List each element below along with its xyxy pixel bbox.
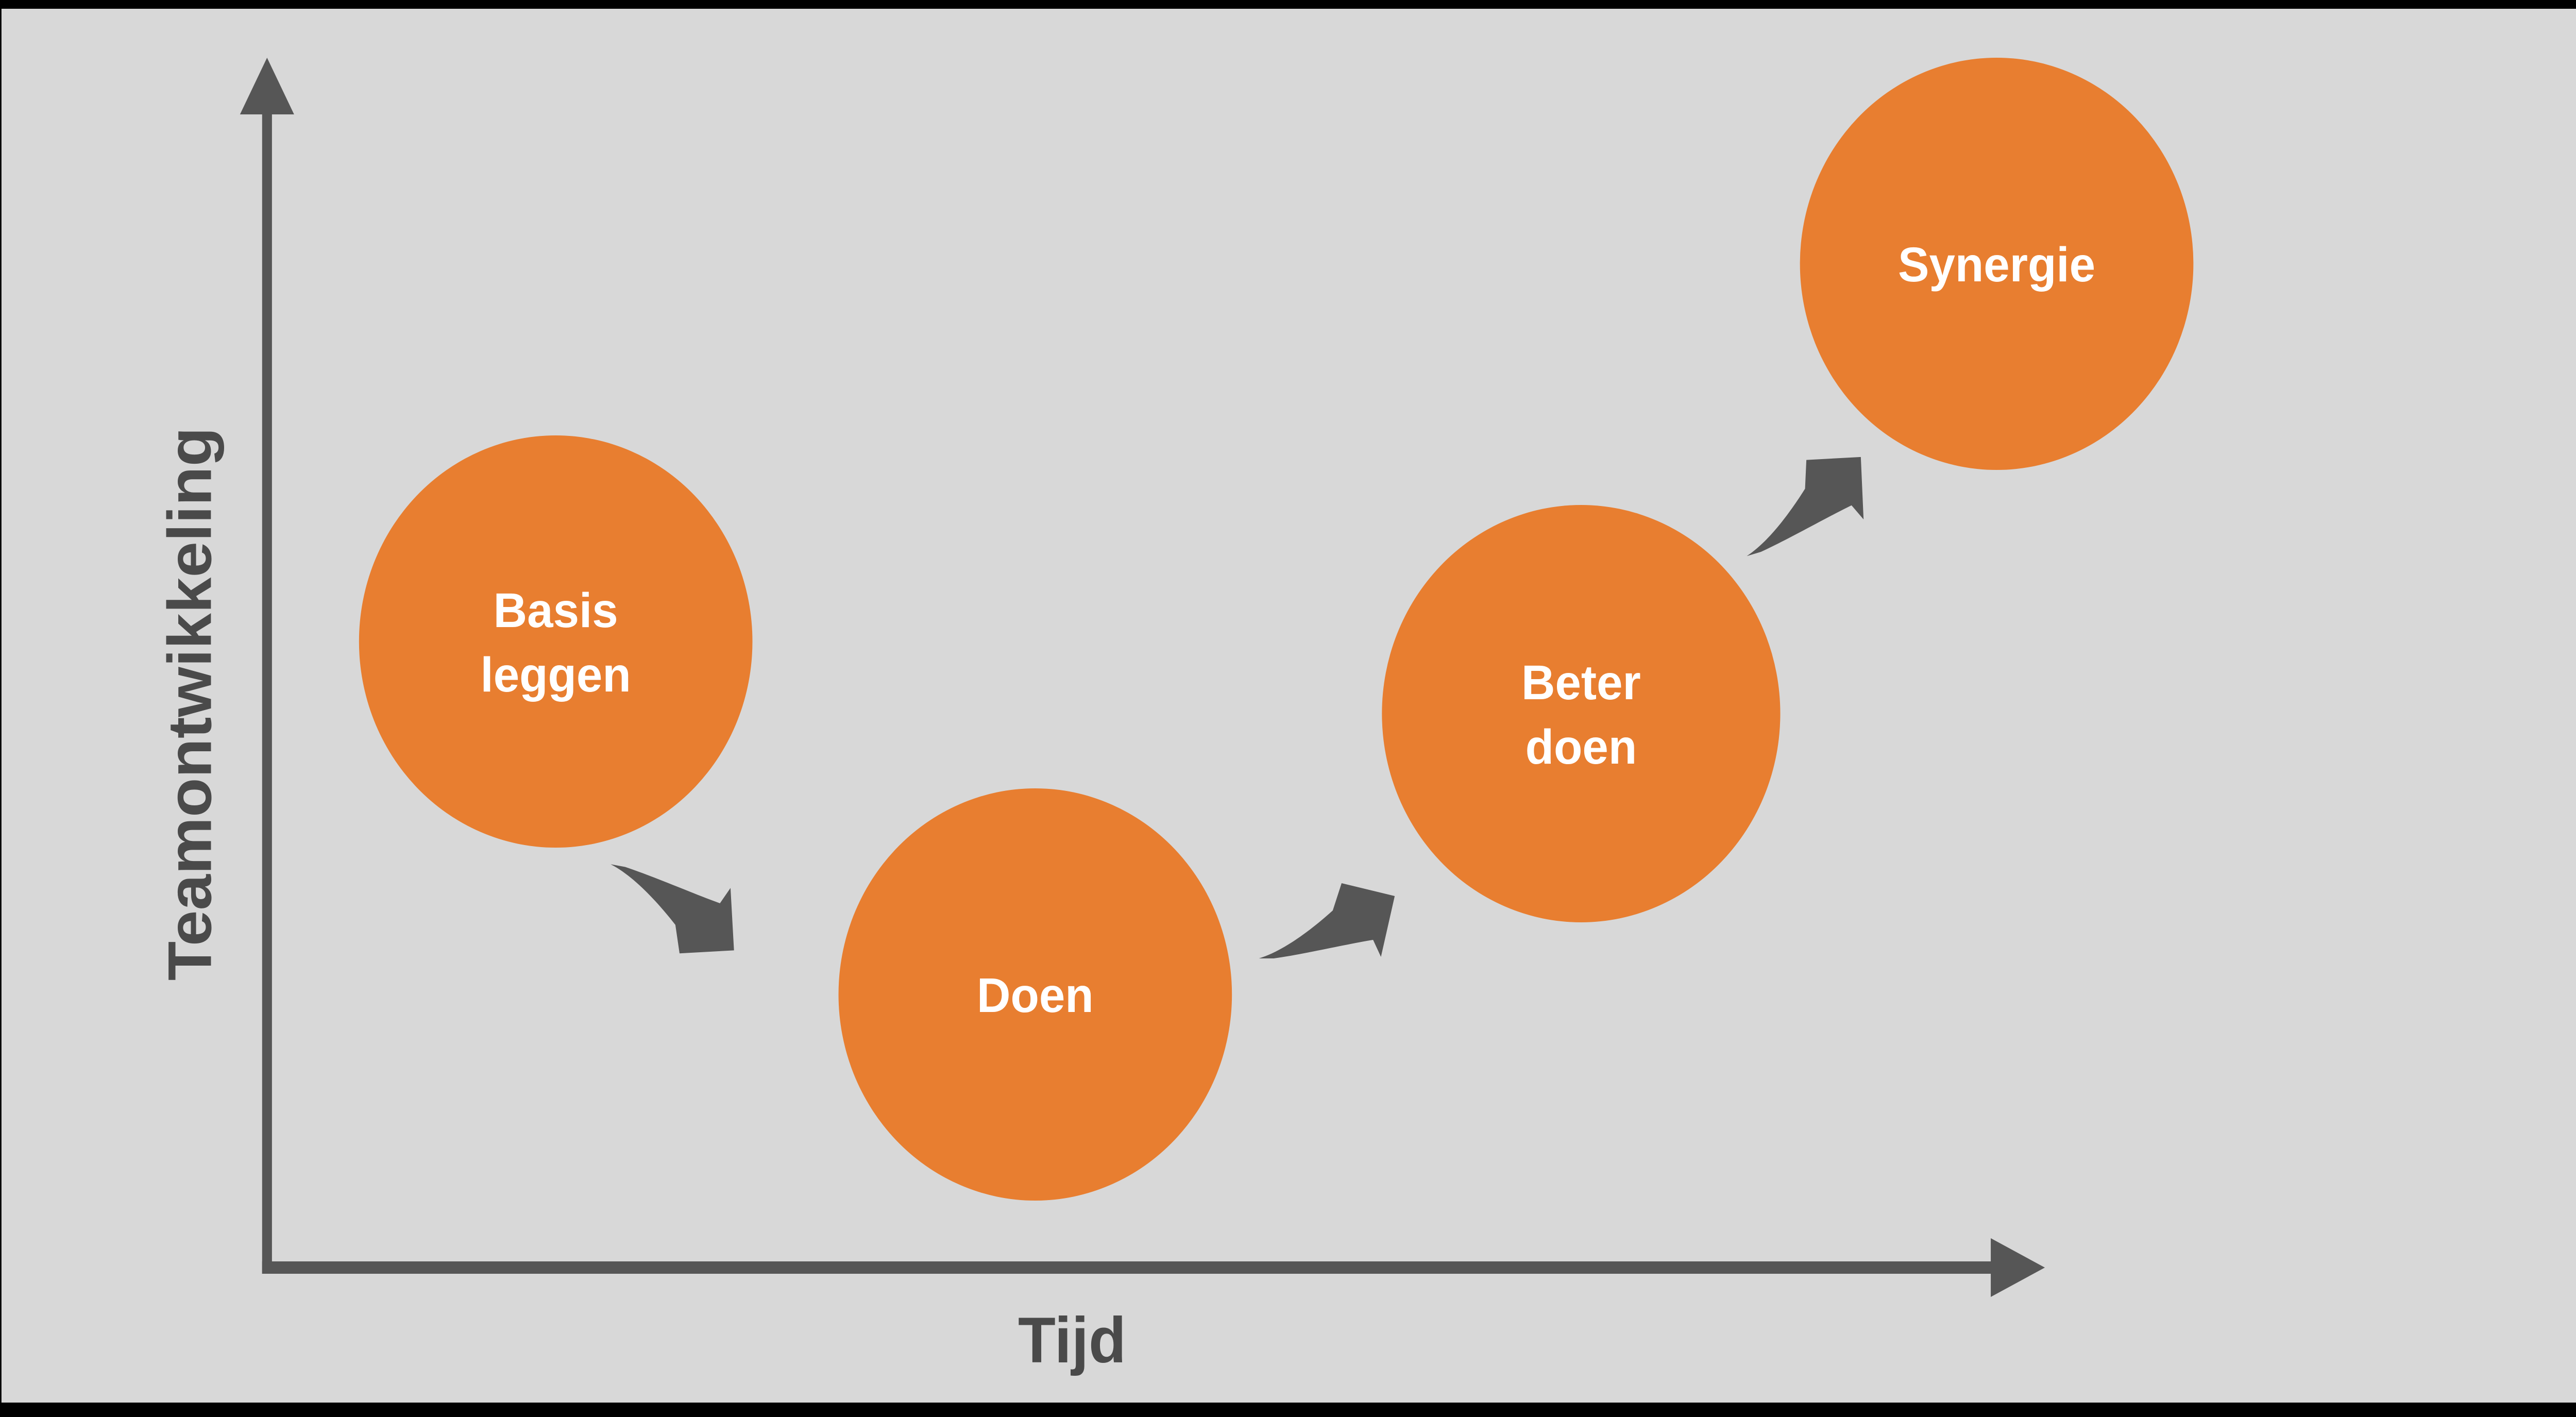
stage-label-line: Beter xyxy=(1521,655,1641,710)
stage-circle xyxy=(359,435,753,848)
stage-label-line: Doen xyxy=(977,968,1094,1022)
stage-label-line: Synergie xyxy=(1898,237,2095,292)
x-axis-line xyxy=(262,1261,1993,1274)
stage-basis-leggen: Basis leggen xyxy=(359,435,753,848)
y-axis-label: Teamontwikkeling xyxy=(155,427,224,981)
x-axis xyxy=(262,1238,2045,1297)
stage-beter-doen: Beter doen xyxy=(1382,505,1781,922)
y-axis xyxy=(240,58,294,1274)
stage-synergie: Synergie xyxy=(1800,58,2194,470)
y-axis-line xyxy=(262,113,272,1274)
stage-label-line: doen xyxy=(1526,719,1637,774)
x-axis-label: Tijd xyxy=(1018,1304,1126,1376)
stage-doen: Doen xyxy=(838,788,1232,1201)
stage-label-line: leggen xyxy=(481,647,631,702)
stage-circle xyxy=(1382,505,1781,922)
stage-circle xyxy=(838,788,1232,1201)
x-axis-arrowhead-icon xyxy=(1991,1238,2045,1297)
stage-circle xyxy=(1800,58,2194,470)
y-axis-arrowhead-icon xyxy=(240,58,294,114)
stage-label-line: Basis xyxy=(494,583,618,637)
